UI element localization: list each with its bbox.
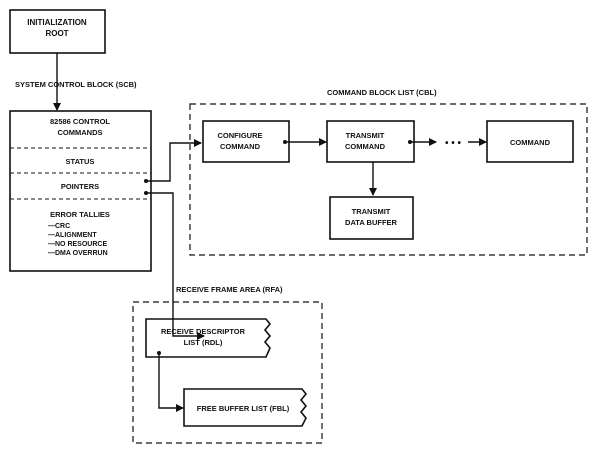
scb-pointers: POINTERS xyxy=(61,182,99,191)
error-tally-crc: —CRC xyxy=(48,223,70,230)
rdl-to-fbl-line xyxy=(158,353,184,412)
pointer-to-rfa-line xyxy=(146,192,205,340)
cbl-ellipsis: • • • xyxy=(445,138,462,149)
scb-status: STATUS xyxy=(66,157,95,166)
rdl-box xyxy=(145,318,272,358)
rdl-line2: LIST (RDL) xyxy=(184,338,223,347)
transmit-buffer-line1: TRANSMIT xyxy=(352,207,391,216)
pointer-to-cbl-line xyxy=(146,139,202,182)
init-root-line2: ROOT xyxy=(45,29,68,38)
cbl-label: COMMAND BLOCK LIST (CBL) xyxy=(327,88,437,97)
rdl-line1: RECEIVE DESCRIPTOR xyxy=(161,327,246,336)
command-label: COMMAND xyxy=(510,138,551,147)
transmit-data-buffer-box xyxy=(329,196,414,240)
error-tallies-title: ERROR TALLIES xyxy=(50,210,110,219)
transmit-command-line1: TRANSMIT xyxy=(346,131,385,140)
rfa-area xyxy=(132,301,323,444)
scb-label: SYSTEM CONTROL BLOCK (SCB) xyxy=(15,80,137,89)
error-tally-dma-overrun: —DMA OVERRUN xyxy=(48,250,108,257)
configure-command-line1: CONFIGURE xyxy=(218,131,263,140)
scb-box xyxy=(9,110,152,272)
cbl-area xyxy=(189,103,588,256)
error-tally-no-resource: —NO RESOURCE xyxy=(48,241,107,248)
scb-control-line1: 82586 CONTROL xyxy=(50,117,110,126)
transmit-buffer-line2: DATA BUFFER xyxy=(345,218,398,227)
configure-command-line2: COMMAND xyxy=(220,142,261,151)
transmit-command-line2: COMMAND xyxy=(345,142,386,151)
init-root-line1: INITIALIZATION xyxy=(27,18,87,27)
fbl-box xyxy=(183,388,308,427)
rfa-label: RECEIVE FRAME AREA (RFA) xyxy=(176,285,283,294)
fbl-label: FREE BUFFER LIST (FBL) xyxy=(197,404,290,413)
scb-control-line2: COMMANDS xyxy=(58,128,103,137)
command-box xyxy=(486,120,574,163)
error-tally-alignment: —ALIGNMENT xyxy=(48,232,97,239)
